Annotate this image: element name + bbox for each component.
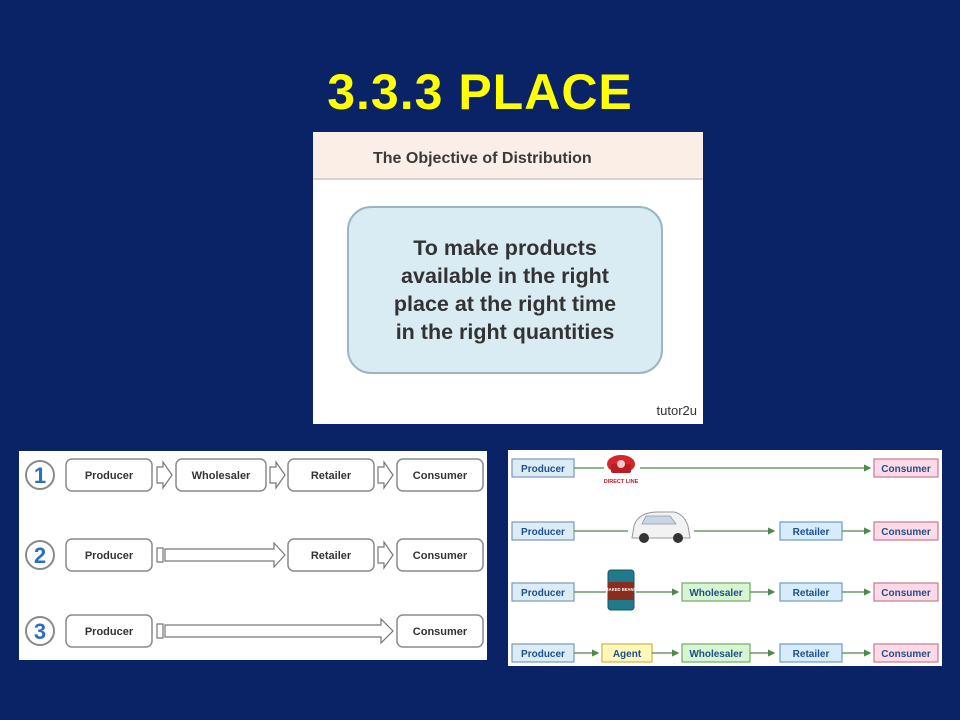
stage-label: Agent [613,649,642,660]
stage-retailer [287,458,375,492]
stage-label: Producer [521,464,565,475]
stage-label: Retailer [311,470,352,482]
stage-consumer [396,538,484,572]
stage-producer [65,458,153,492]
small-arrow [377,460,394,490]
channels-diagram-illustrated: Producer DIRECT LINE Consumer Producer [508,450,942,666]
stage-consumer [873,458,939,478]
stage-label: Consumer [413,470,468,482]
row-number-badge [25,540,55,570]
stage-label: Consumer [413,550,468,562]
illustrated-row-1: Producer DIRECT LINE Consumer [511,455,939,485]
long-arrow [164,617,394,645]
row-number-badge [25,460,55,490]
stage-consumer [873,521,939,541]
stage-label: Wholesaler [689,588,742,599]
small-arrow [156,460,173,490]
objective-text: To make products available in the right … [393,236,617,344]
stage-label: Producer [85,550,134,562]
stage-label: Retailer [793,588,830,599]
row-number-badge [25,616,55,646]
slide-title: 3.3.3 PLACE [327,64,633,120]
objective-header: The Objective of Distribution [313,132,703,180]
stage-label: Consumer [881,588,931,599]
stage-label: Wholesaler [689,649,742,660]
row-number: 2 [34,543,46,568]
stage-label: Retailer [793,649,830,660]
stage-label: Consumer [881,527,931,538]
stage-producer [65,538,153,572]
illustrated-row-3: Producer BAKED BEANS Wholesaler Retailer… [511,569,939,611]
stage-producer [65,614,153,648]
tutor2u-logo: tutor2u [656,403,697,418]
stage-label: Producer [521,649,565,660]
stage-label: Consumer [881,464,931,475]
stage-retailer [287,538,375,572]
illustrated-row-4: Producer Agent Wholesaler Retailer Consu… [511,643,939,663]
long-arrow [164,541,286,569]
stage-label: Consumer [881,649,931,660]
channels-diagram-numbered: 1 Producer Wholesaler Retailer Consumer … [19,451,487,660]
stage-consumer [873,582,939,602]
arrow-tail [156,547,164,563]
arrow-tail [156,623,164,639]
stage-label: Producer [521,527,565,538]
objective-heading: The Objective of Distribution [373,150,592,167]
objective-panel: The Objective of Distribution To make pr… [313,132,703,424]
small-arrow [377,540,394,570]
car-icon [631,511,691,543]
stage-label: Producer [85,470,134,482]
stage-consumer [396,614,484,648]
image-caption: BAKED BEANS [606,587,637,592]
channel-row-3: 3 Producer Consumer [25,614,484,648]
small-arrow [269,460,286,490]
illustrated-row-2: Producer Retailer Consumer [511,511,939,543]
stage-label: Consumer [413,626,468,638]
stage-consumer [396,458,484,492]
stage-label: Producer [521,588,565,599]
stage-wholesaler [175,458,267,492]
stage-label: Producer [85,626,134,638]
image-caption: DIRECT LINE [604,479,639,485]
row-number: 1 [34,463,46,488]
stage-label: Retailer [311,550,352,562]
stage-consumer [873,643,939,663]
phone-icon [607,455,635,473]
objective-box: To make products available in the right … [347,206,663,374]
channel-row-1: 1 Producer Wholesaler Retailer Consumer [25,458,484,492]
channel-row-2: 2 Producer Retailer Consumer [25,538,484,572]
baked-beans-can-icon: BAKED BEANS [606,569,637,611]
stage-label: Retailer [793,527,830,538]
row-number: 3 [34,619,46,644]
stage-label: Wholesaler [192,470,251,482]
